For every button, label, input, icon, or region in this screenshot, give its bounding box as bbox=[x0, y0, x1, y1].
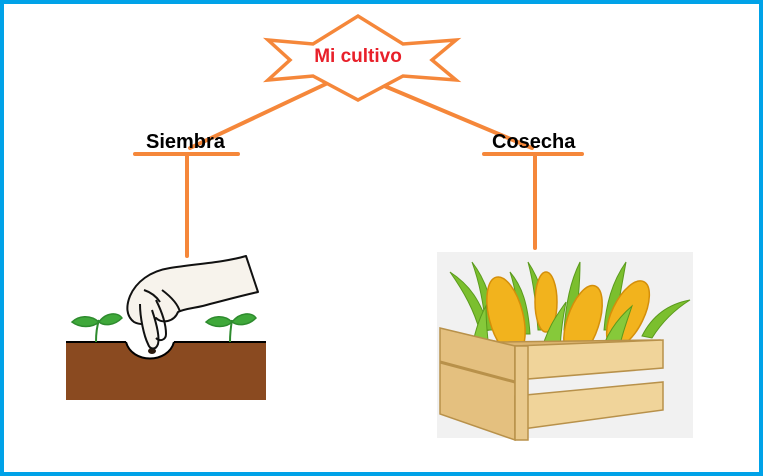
connector-title-to-cosecha bbox=[373, 80, 534, 150]
crate-front-frame bbox=[514, 345, 529, 441]
seed bbox=[148, 348, 156, 354]
diagram-title: Mi cultivo bbox=[314, 46, 402, 67]
hand-icon bbox=[126, 255, 259, 350]
hand-sowing-seed-illustration bbox=[66, 255, 266, 400]
title-starburst-shape bbox=[262, 13, 462, 102]
soil-hole-outline bbox=[125, 341, 175, 360]
connector-lines bbox=[133, 80, 584, 258]
branch-label-siembra: Siembra bbox=[146, 131, 225, 153]
soil-block bbox=[66, 342, 266, 400]
sprout-left-icon bbox=[70, 313, 123, 343]
corn-crate-illustration bbox=[437, 252, 693, 442]
crate-side-slat bbox=[439, 360, 516, 384]
wooden-crate bbox=[439, 327, 664, 442]
branch-label-cosecha: Cosecha bbox=[492, 131, 576, 153]
corn-cob-2 bbox=[534, 271, 558, 333]
connector-title-to-siembra bbox=[188, 80, 332, 150]
sprout-right-icon bbox=[204, 313, 257, 343]
